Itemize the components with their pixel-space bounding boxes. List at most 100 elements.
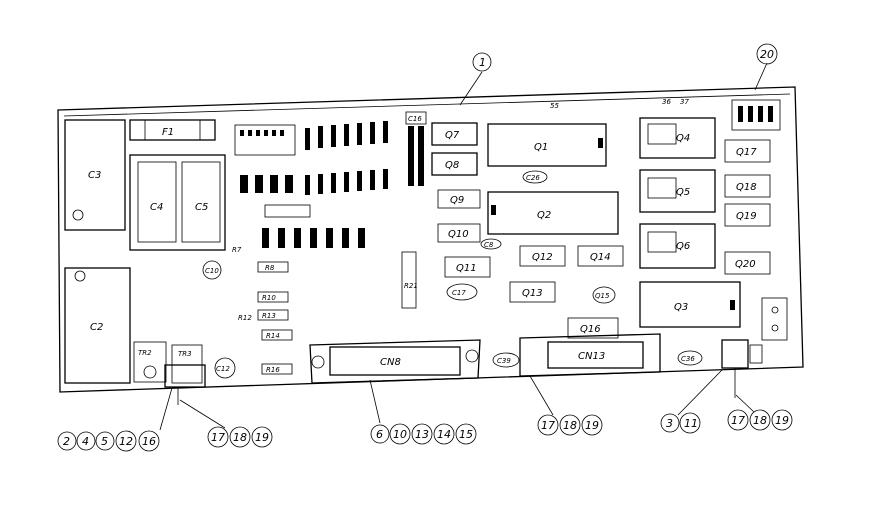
svg-text:Q9: Q9 <box>450 195 464 206</box>
svg-text:R16: R16 <box>266 366 280 374</box>
transistor-q9: Q9 <box>437 189 481 209</box>
svg-text:Q10: Q10 <box>448 229 469 240</box>
svg-text:F1: F1 <box>162 127 174 138</box>
svg-text:R8: R8 <box>265 264 275 272</box>
svg-text:C3: C3 <box>88 170 101 181</box>
trimmers-tr2-tr3: TR2 TR3 <box>133 341 203 384</box>
capacitor-c8: C8 <box>480 238 502 250</box>
capacitor-c16: C16 <box>405 111 427 186</box>
callout-group-left: 2 4 5 12 16 <box>57 430 160 452</box>
svg-text:TR2: TR2 <box>138 349 152 357</box>
svg-text:Q17: Q17 <box>736 147 757 158</box>
transistor-q4: Q4 <box>639 117 716 159</box>
callout-group-cn8: 6 10 13 14 15 <box>370 423 477 445</box>
transistor-q1: Q1 <box>487 123 607 167</box>
svg-text:C16: C16 <box>408 115 422 123</box>
callout-group-3: 3 11 <box>660 412 701 434</box>
ic-row-top <box>234 121 388 195</box>
svg-text:C36: C36 <box>681 355 695 363</box>
transistor-q14: Q14 <box>577 245 624 267</box>
svg-text:19: 19 <box>775 414 789 427</box>
svg-text:5: 5 <box>101 435 108 448</box>
callout-20: 20 <box>756 43 778 65</box>
svg-text:R12: R12 <box>238 314 252 322</box>
capacitor-c10: C10 <box>202 260 222 280</box>
svg-text:18: 18 <box>233 431 247 444</box>
transistor-q5: Q5 <box>639 169 716 213</box>
svg-text:Q5: Q5 <box>676 187 690 198</box>
svg-text:Q8: Q8 <box>445 160 459 171</box>
svg-text:C26: C26 <box>526 174 540 182</box>
svg-text:13: 13 <box>415 428 429 441</box>
svg-text:Q18: Q18 <box>736 182 757 193</box>
fuse-f1: F1 <box>129 119 216 141</box>
svg-text:C10: C10 <box>205 267 219 275</box>
transistor-q3: Q3 <box>639 281 741 328</box>
transistor-q19: Q19 <box>724 203 771 227</box>
transistor-q12: Q12 <box>519 245 566 267</box>
svg-text:C17: C17 <box>452 289 466 297</box>
svg-text:Q2: Q2 <box>537 210 551 221</box>
svg-text:CN13: CN13 <box>578 351 605 362</box>
svg-text:17: 17 <box>731 414 745 427</box>
switch-right <box>721 339 763 398</box>
svg-text:15: 15 <box>459 428 473 441</box>
transistor-q6: Q6 <box>639 223 716 269</box>
svg-text:36: 36 <box>662 98 671 106</box>
svg-text:Q6: Q6 <box>676 241 690 252</box>
transistor-q13: Q13 <box>509 281 556 303</box>
svg-text:C8: C8 <box>484 241 494 249</box>
connector-cn13: CN13 C39 <box>492 333 661 377</box>
transistor-q15: Q15 <box>592 286 616 304</box>
resistor-block: R8 R10 R13 R14 R16 R7 R12 <box>232 204 365 375</box>
capacitor-c3: C3 <box>64 119 126 231</box>
svg-text:17: 17 <box>211 431 225 444</box>
svg-text:17: 17 <box>541 419 555 432</box>
capacitor-c36: C36 <box>677 350 703 366</box>
resistor-r21: R21 <box>401 251 418 309</box>
svg-text:11: 11 <box>684 417 698 430</box>
transistor-q10: Q10 <box>437 223 481 243</box>
transistor-q16: Q16 <box>567 317 619 339</box>
transistor-q17: Q17 <box>724 139 771 163</box>
transistor-q20: Q20 <box>724 251 771 275</box>
svg-text:2: 2 <box>63 435 70 448</box>
callout-group-17b: 17 18 19 <box>537 414 603 436</box>
svg-text:19: 19 <box>255 431 269 444</box>
svg-text:Q14: Q14 <box>590 252 611 263</box>
svg-text:TR3: TR3 <box>178 350 192 358</box>
svg-text:R21: R21 <box>404 282 418 290</box>
svg-text:Q3: Q3 <box>674 302 688 313</box>
svg-text:Q12: Q12 <box>532 252 553 263</box>
board-outline <box>57 86 804 393</box>
svg-text:37: 37 <box>680 98 689 106</box>
header-top-right <box>731 99 781 131</box>
capacitor-c12: C12 <box>214 357 236 379</box>
connector-cn8: CN8 <box>309 339 481 384</box>
svg-text:Q19: Q19 <box>736 211 757 222</box>
svg-text:12: 12 <box>119 435 133 448</box>
svg-text:C12: C12 <box>216 365 230 373</box>
svg-text:R10: R10 <box>262 294 276 302</box>
svg-text:14: 14 <box>437 428 451 441</box>
callout-1: 1 <box>472 52 492 72</box>
svg-text:C2: C2 <box>90 322 103 333</box>
svg-text:1: 1 <box>479 56 486 69</box>
capacitors-c4-c5: C4 C5 <box>129 154 226 251</box>
svg-text:Q7: Q7 <box>445 130 460 141</box>
svg-text:C4: C4 <box>150 202 163 213</box>
svg-text:19: 19 <box>585 419 599 432</box>
svg-text:Q1: Q1 <box>534 142 548 153</box>
svg-text:Q13: Q13 <box>522 288 543 299</box>
transistor-q7: Q7 <box>431 122 478 146</box>
svg-text:18: 18 <box>753 414 767 427</box>
callout-group-17a: 17 18 19 <box>207 426 273 448</box>
svg-text:3: 3 <box>666 417 673 430</box>
svg-text:6: 6 <box>376 428 383 441</box>
leader-lines <box>159 62 768 431</box>
svg-text:16: 16 <box>142 435 156 448</box>
transistor-q2: Q2 <box>487 191 619 235</box>
transistor-q18: Q18 <box>724 174 771 198</box>
svg-text:Q15: Q15 <box>595 292 610 300</box>
